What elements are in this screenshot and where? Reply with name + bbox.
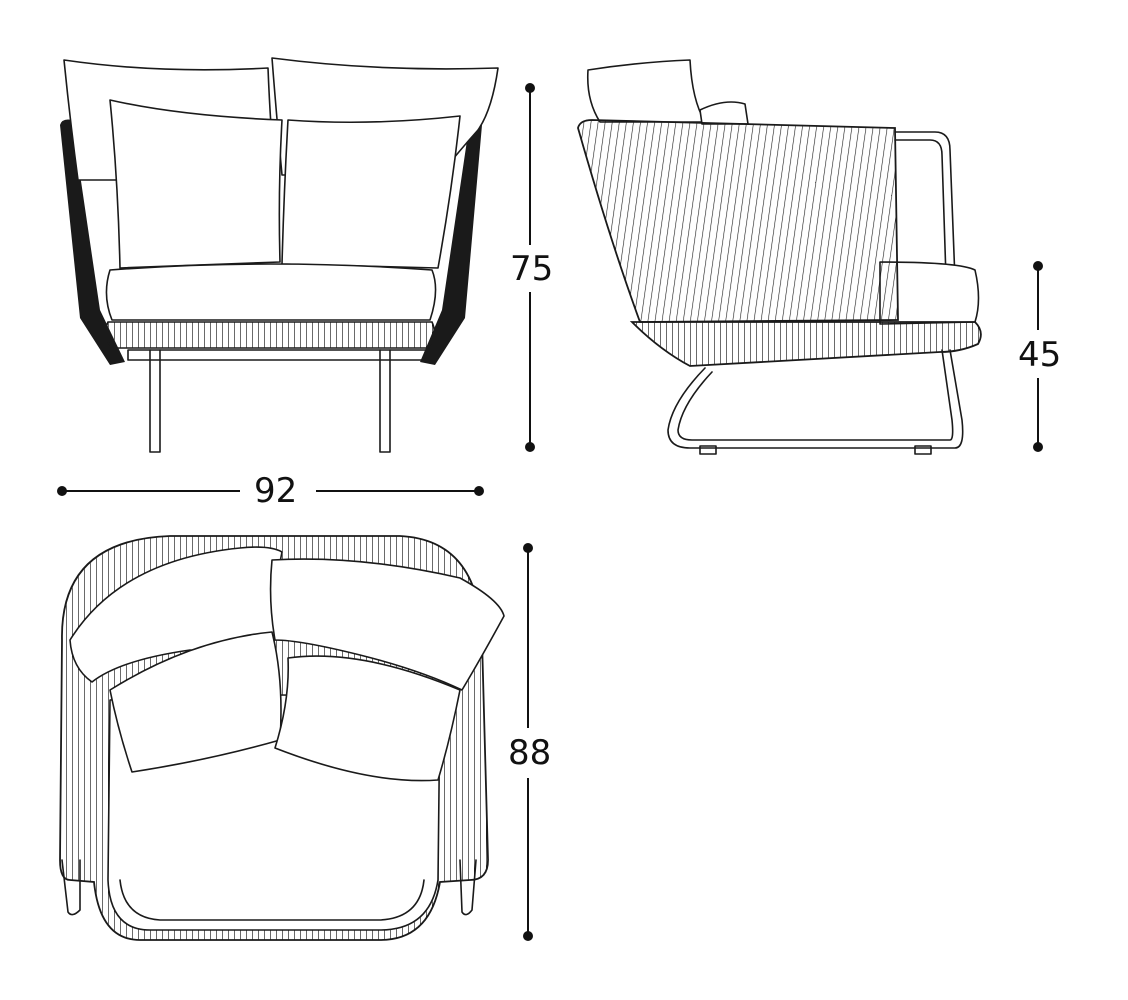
width-label: 92 (248, 474, 304, 508)
front-view (60, 57, 499, 453)
seat-height-label: 45 (1012, 338, 1068, 372)
dimension-seat-height (1033, 261, 1043, 452)
height-total-label: 75 (504, 252, 560, 286)
side-view (577, 59, 982, 455)
dimension-depth (523, 543, 533, 941)
dimension-width (57, 486, 484, 496)
dimension-height-total (525, 83, 535, 452)
depth-label: 88 (502, 736, 558, 770)
top-view (59, 535, 505, 941)
